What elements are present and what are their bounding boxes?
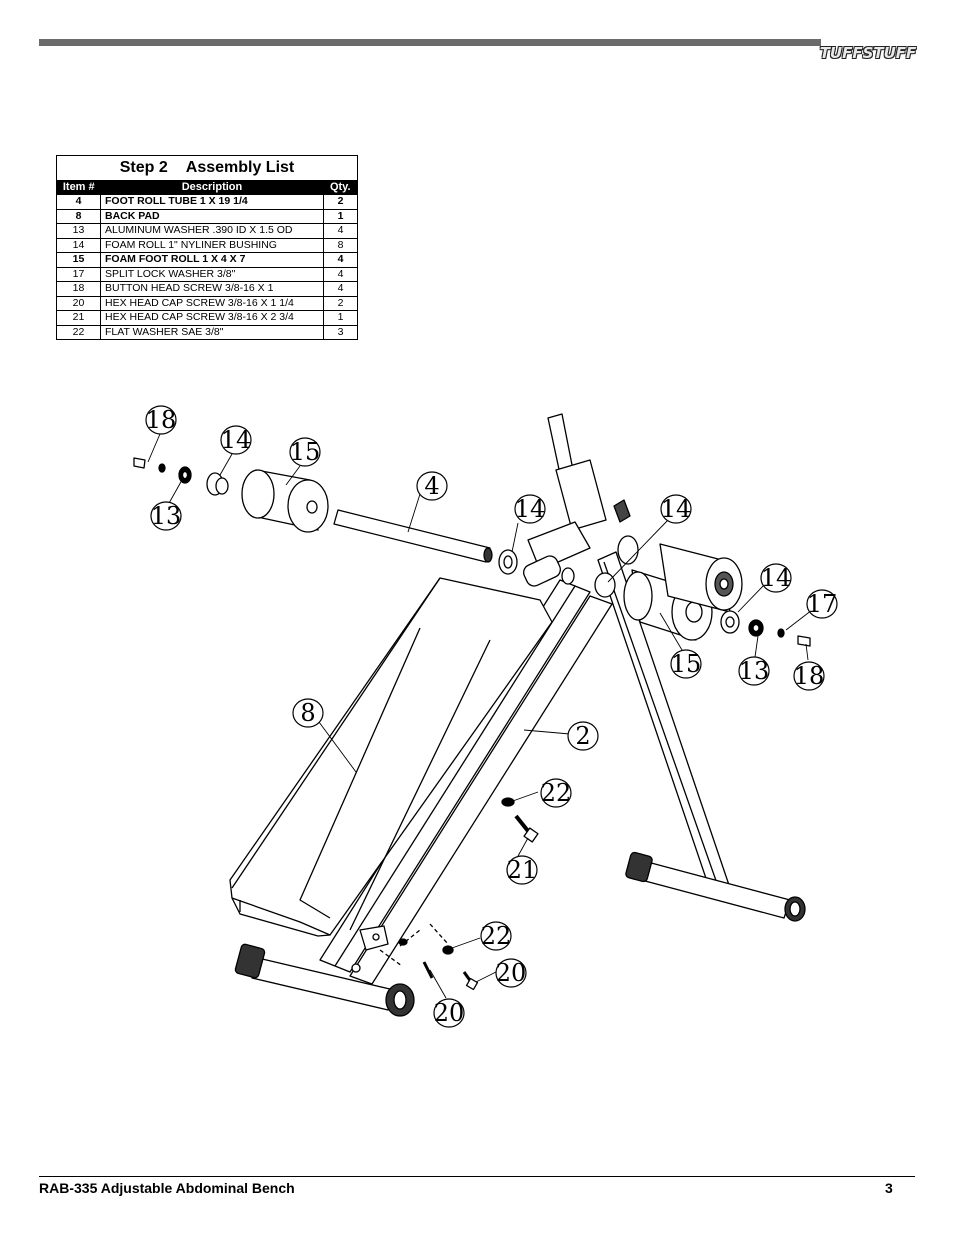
description-cell: FOAM ROLL 1" NYLINER BUSHING — [100, 237, 324, 253]
item-number-cell: 17 — [57, 266, 101, 282]
footer-model: RAB-335 Adjustable Abdominal Bench — [39, 1180, 295, 1196]
assembly-list-title: Step 2 Assembly List — [57, 156, 357, 180]
description-cell: BACK PAD — [100, 208, 324, 224]
description-cell: HEX HEAD CAP SCREW 3/8-16 X 2 3/4 — [100, 310, 324, 325]
callout-18: 18 — [146, 406, 177, 434]
callout-15: 15 — [290, 438, 321, 466]
qty-cell: 4 — [323, 252, 357, 267]
qty-cell: 1 — [323, 208, 357, 224]
step-label: Step 2 — [119, 159, 168, 176]
qty-cell: 2 — [323, 295, 357, 311]
description-cell: FOAM FOOT ROLL 1 X 4 X 7 — [100, 252, 324, 267]
callout-18: 18 — [794, 662, 825, 690]
brand-logo: TUFFSTUFF — [819, 42, 917, 64]
col-qty: Qty. — [323, 180, 357, 195]
callout-21: 21 — [507, 856, 538, 884]
description-cell: ALUMINUM WASHER .390 ID X 1.5 OD — [100, 223, 324, 238]
callout-20: 20 — [496, 959, 527, 987]
callout-14: 14 — [221, 426, 252, 454]
col-item: Item # — [57, 180, 101, 195]
description-cell: FLAT WASHER SAE 3/8" — [100, 324, 324, 339]
callout-2: 2 — [575, 722, 590, 750]
description-cell: FOOT ROLL TUBE 1 X 19 1/4 — [100, 194, 324, 209]
description-cell: HEX HEAD CAP SCREW 3/8-16 X 1 1/4 — [100, 295, 324, 311]
brand-logo-text: TUFFSTUFF — [819, 44, 917, 62]
description-cell: BUTTON HEAD SCREW 3/8-16 X 1 — [100, 281, 324, 296]
qty-cell: 3 — [323, 324, 357, 339]
callout-20: 20 — [434, 999, 465, 1027]
callout-4: 4 — [424, 472, 439, 500]
list-title: Assembly List — [185, 159, 295, 176]
callout-14: 14 — [661, 495, 692, 523]
callout-8: 8 — [300, 699, 315, 727]
item-number-cell: 21 — [57, 310, 101, 325]
qty-cell: 4 — [323, 281, 357, 296]
page-number: 3 — [885, 1180, 893, 1196]
item-number-cell: 14 — [57, 237, 101, 253]
qty-cell: 8 — [323, 237, 357, 253]
qty-cell: 2 — [323, 194, 357, 209]
item-number-cell: 4 — [57, 194, 101, 209]
callout-14: 14 — [515, 495, 546, 523]
callout-22: 22 — [541, 779, 572, 807]
callout-14: 14 — [761, 564, 792, 592]
callout-22: 22 — [481, 922, 512, 950]
callout-17: 17 — [807, 590, 838, 618]
header-rule — [39, 39, 821, 46]
assembly-list-table: Step 2 Assembly List Item # Description … — [56, 155, 358, 340]
item-number-cell: 20 — [57, 295, 101, 311]
item-number-cell: 13 — [57, 223, 101, 238]
description-cell: SPLIT LOCK WASHER 3/8" — [100, 266, 324, 282]
item-number-cell: 8 — [57, 208, 101, 224]
callout-13: 13 — [739, 657, 770, 685]
qty-cell: 1 — [323, 310, 357, 325]
item-number-cell: 22 — [57, 324, 101, 339]
col-description: Description — [100, 180, 324, 195]
callout-13: 13 — [151, 502, 182, 530]
item-number-cell: 15 — [57, 252, 101, 267]
qty-cell: 4 — [323, 223, 357, 238]
item-number-cell: 18 — [57, 281, 101, 296]
footer-rule — [39, 1176, 915, 1177]
qty-cell: 4 — [323, 266, 357, 282]
callout-15: 15 — [671, 650, 702, 678]
